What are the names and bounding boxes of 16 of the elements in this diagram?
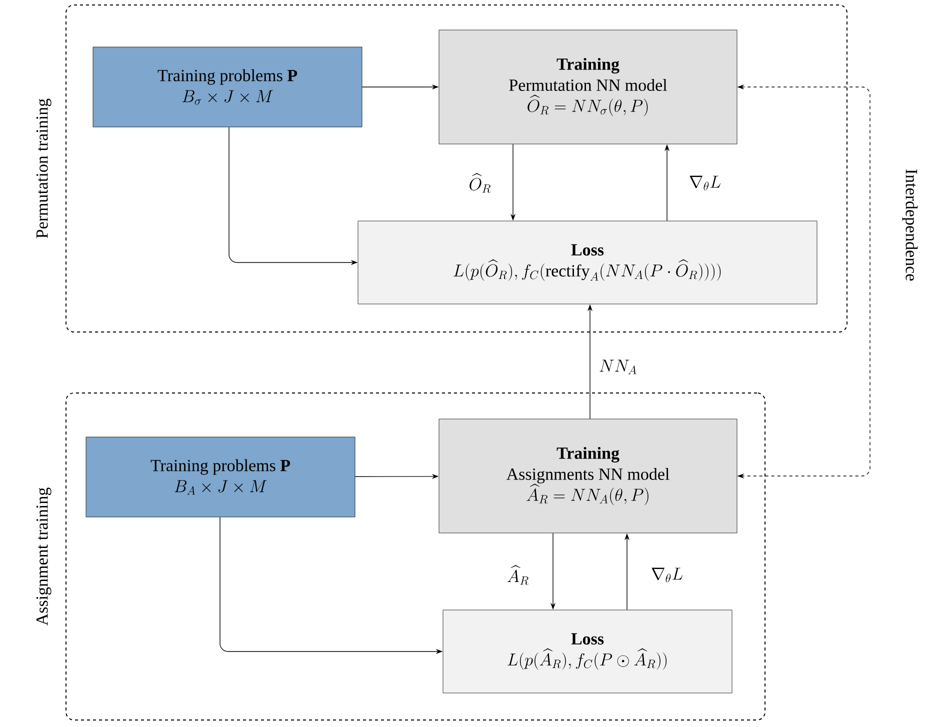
dashed-frame [36,4,848,332]
process-box: Training problems P $B_\sigma \times J \times M$ [92,46,362,128]
dashed-frame [36,392,766,720]
edge-label: $\nabla_\theta L$ [652,568,682,582]
edge-label: Interdependence [902,169,918,281]
frame-title: Permutation training [36,98,52,238]
process-box: Loss $L(p(\widehat{O}_R), f_C(\mathrm{rectify}_A(NN_A(P \cdot \widehat{O}_R))))$ [358,220,818,304]
frame-title: Assignment training [36,488,52,626]
edge-label: $NN_A$ [600,360,636,374]
process-box: Loss $L(p(\widehat{A}_R), f_C(P \odot \widehat{A}_R))$ [442,610,732,694]
process-box: Training Assignments NN model $\widehat{A}_R = NN_A(\theta, P)$ [438,418,738,534]
process-box: Training Permutation NN model $\widehat{O}_R = NN_\sigma(\theta, P)$ [438,30,738,144]
edge-label: $\widehat{O}_R$ [470,172,491,193]
edge-label: $\widehat{A}_R$ [507,564,528,585]
process-box: Training problems P $B_A \times J \times M$ [86,436,356,518]
edge-label: $\nabla_\theta L$ [690,176,720,190]
